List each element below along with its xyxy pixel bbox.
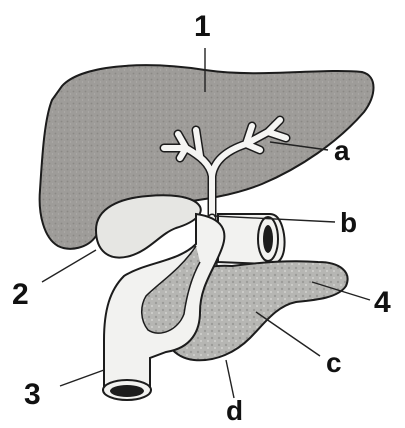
label-b: b (340, 207, 357, 238)
label-3: 3 (24, 378, 41, 411)
leader-line-d (226, 360, 234, 398)
label-4: 4 (374, 286, 391, 319)
label-d: d (226, 395, 243, 426)
label-2: 2 (12, 278, 29, 311)
leader-line-2 (42, 250, 96, 282)
label-a: a (334, 135, 350, 166)
label-1: 1 (194, 10, 211, 43)
leader-line-c (256, 312, 320, 356)
gallbladder-icon (96, 195, 201, 257)
label-c: c (326, 347, 342, 378)
stomach-stump-icon (218, 214, 284, 264)
leader-line-3 (60, 370, 104, 386)
